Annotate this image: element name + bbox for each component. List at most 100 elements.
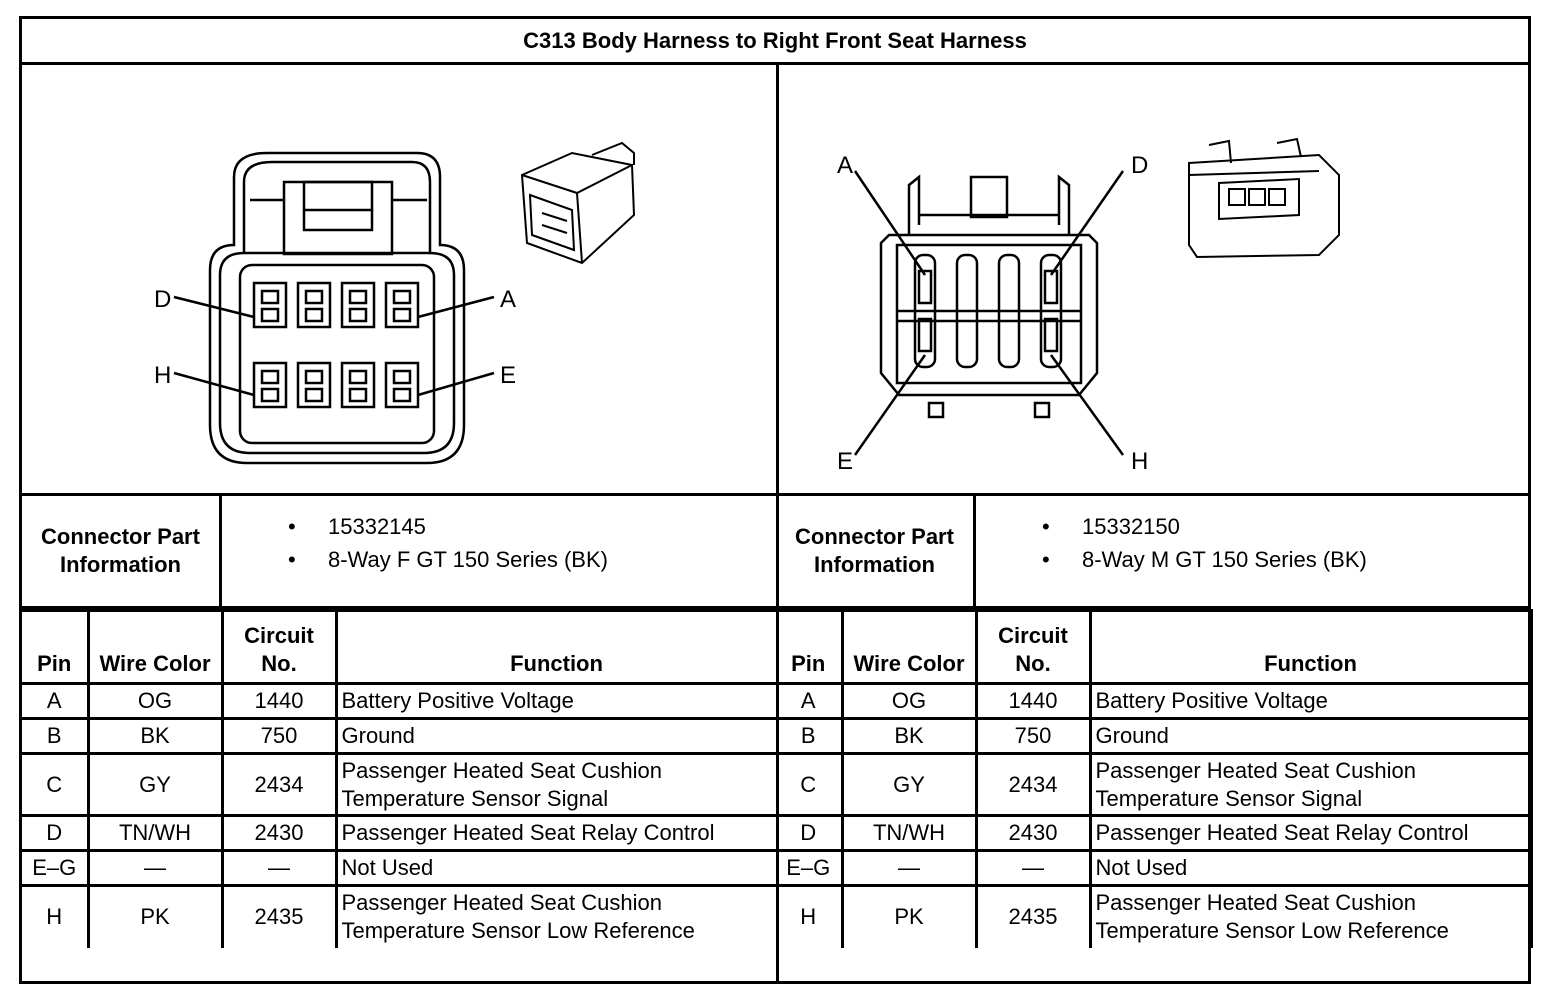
- cavity-label-h: H: [1131, 448, 1148, 475]
- cell-pin: A: [22, 682, 90, 720]
- cell-function: Ground: [334, 717, 779, 755]
- cell-wire: —: [86, 849, 224, 887]
- pin-cavities: [252, 281, 420, 409]
- center-divider: [776, 62, 779, 984]
- cell-circuit: 750: [974, 717, 1092, 755]
- page-title: C313 Body Harness to Right Front Seat Ha…: [22, 19, 1528, 65]
- part-info-list: 15332150 8-Way M GT 150 Series (BK): [988, 510, 1367, 576]
- cell-pin: H: [22, 884, 90, 948]
- cell-wire: OG: [840, 682, 978, 720]
- cell-circuit: 2430: [220, 814, 338, 852]
- header-function: Function: [334, 609, 779, 685]
- cell-circuit: —: [220, 849, 338, 887]
- connector-sheet: C313 Body Harness to Right Front Seat Ha…: [19, 16, 1533, 984]
- cavity-label-d: D: [154, 286, 171, 313]
- cell-function: Passenger Heated Seat Cushion Temperatur…: [1088, 752, 1533, 817]
- female-connector-3d-icon: [520, 141, 636, 265]
- cell-wire: PK: [86, 884, 224, 948]
- cavity-label-h: H: [154, 362, 171, 389]
- male-connector-face-drawing: A D E H: [837, 137, 1340, 475]
- cell-circuit: 750: [220, 717, 338, 755]
- part-description: 8-Way F GT 150 Series (BK): [234, 543, 608, 576]
- cell-wire: BK: [86, 717, 224, 755]
- cavity-label-a: A: [500, 286, 516, 313]
- cell-circuit: —: [974, 849, 1092, 887]
- cavity-label-a: A: [837, 152, 853, 179]
- right-connector-diagram: A D E H: [779, 65, 1531, 493]
- part-number: 15332150: [988, 510, 1367, 543]
- cell-pin: H: [776, 884, 844, 948]
- cell-function: Battery Positive Voltage: [1088, 682, 1533, 720]
- cell-pin: C: [22, 752, 90, 817]
- cell-function: Passenger Heated Seat Relay Control: [1088, 814, 1533, 852]
- male-connector-3d-icon: [1188, 137, 1340, 259]
- cell-wire: TN/WH: [86, 814, 224, 852]
- cell-pin: C: [776, 752, 844, 817]
- cell-wire: GY: [840, 752, 978, 817]
- cell-circuit: 1440: [220, 682, 338, 720]
- part-info-label: Connector Part Information: [22, 496, 222, 606]
- header-wire-color: Wire Color: [840, 609, 978, 685]
- cell-wire: BK: [840, 717, 978, 755]
- part-info-section: Connector Part Information 15332150 8-Wa…: [776, 493, 1531, 609]
- cell-pin: E–G: [776, 849, 844, 887]
- cell-function: Passenger Heated Seat Cushion Temperatur…: [1088, 884, 1533, 948]
- cell-function: Passenger Heated Seat Cushion Temperatur…: [334, 884, 779, 948]
- header-function: Function: [1088, 609, 1533, 685]
- cell-function: Passenger Heated Seat Relay Control: [334, 814, 779, 852]
- cell-circuit: 2434: [974, 752, 1092, 817]
- cell-function: Ground: [1088, 717, 1533, 755]
- cell-circuit: 2434: [220, 752, 338, 817]
- cell-pin: A: [776, 682, 844, 720]
- cell-wire: OG: [86, 682, 224, 720]
- cell-function: Battery Positive Voltage: [334, 682, 779, 720]
- cell-pin: E–G: [22, 849, 90, 887]
- header-wire-color: Wire Color: [86, 609, 224, 685]
- cell-wire: —: [840, 849, 978, 887]
- cavity-label-d: D: [1131, 152, 1148, 179]
- table-row: E–G——Not Used: [776, 849, 1533, 887]
- header-circuit: Circuit No.: [974, 609, 1092, 685]
- table-header-row: Pin Wire Color Circuit No. Function: [776, 609, 1533, 685]
- cell-circuit: 2435: [974, 884, 1092, 948]
- cell-wire: GY: [86, 752, 224, 817]
- cell-circuit: 2430: [974, 814, 1092, 852]
- cell-pin: B: [776, 717, 844, 755]
- cell-function: Not Used: [1088, 849, 1533, 887]
- cell-wire: TN/WH: [840, 814, 978, 852]
- cell-function: Not Used: [334, 849, 779, 887]
- cell-circuit: 2435: [220, 884, 338, 948]
- header-pin: Pin: [776, 609, 844, 685]
- part-info-section: Connector Part Information 15332145 8-Wa…: [22, 493, 777, 609]
- part-number: 15332145: [234, 510, 608, 543]
- table-header-row: Pin Wire Color Circuit No. Function: [22, 609, 779, 685]
- cell-circuit: 1440: [974, 682, 1092, 720]
- female-connector-face-drawing: D A H E: [154, 141, 636, 465]
- part-info-label: Connector Part Information: [776, 496, 976, 606]
- header-circuit: Circuit No.: [220, 609, 338, 685]
- cell-pin: B: [22, 717, 90, 755]
- header-pin: Pin: [22, 609, 90, 685]
- cavity-label-e: E: [500, 362, 516, 389]
- table-row: E–G——Not Used: [22, 849, 779, 887]
- cell-function: Passenger Heated Seat Cushion Temperatur…: [334, 752, 779, 817]
- cavity-label-e: E: [837, 448, 853, 475]
- cell-pin: D: [776, 814, 844, 852]
- part-description: 8-Way M GT 150 Series (BK): [988, 543, 1367, 576]
- left-connector-diagram: D A H E: [22, 65, 776, 493]
- cell-wire: PK: [840, 884, 978, 948]
- cell-pin: D: [22, 814, 90, 852]
- part-info-list: 15332145 8-Way F GT 150 Series (BK): [234, 510, 608, 576]
